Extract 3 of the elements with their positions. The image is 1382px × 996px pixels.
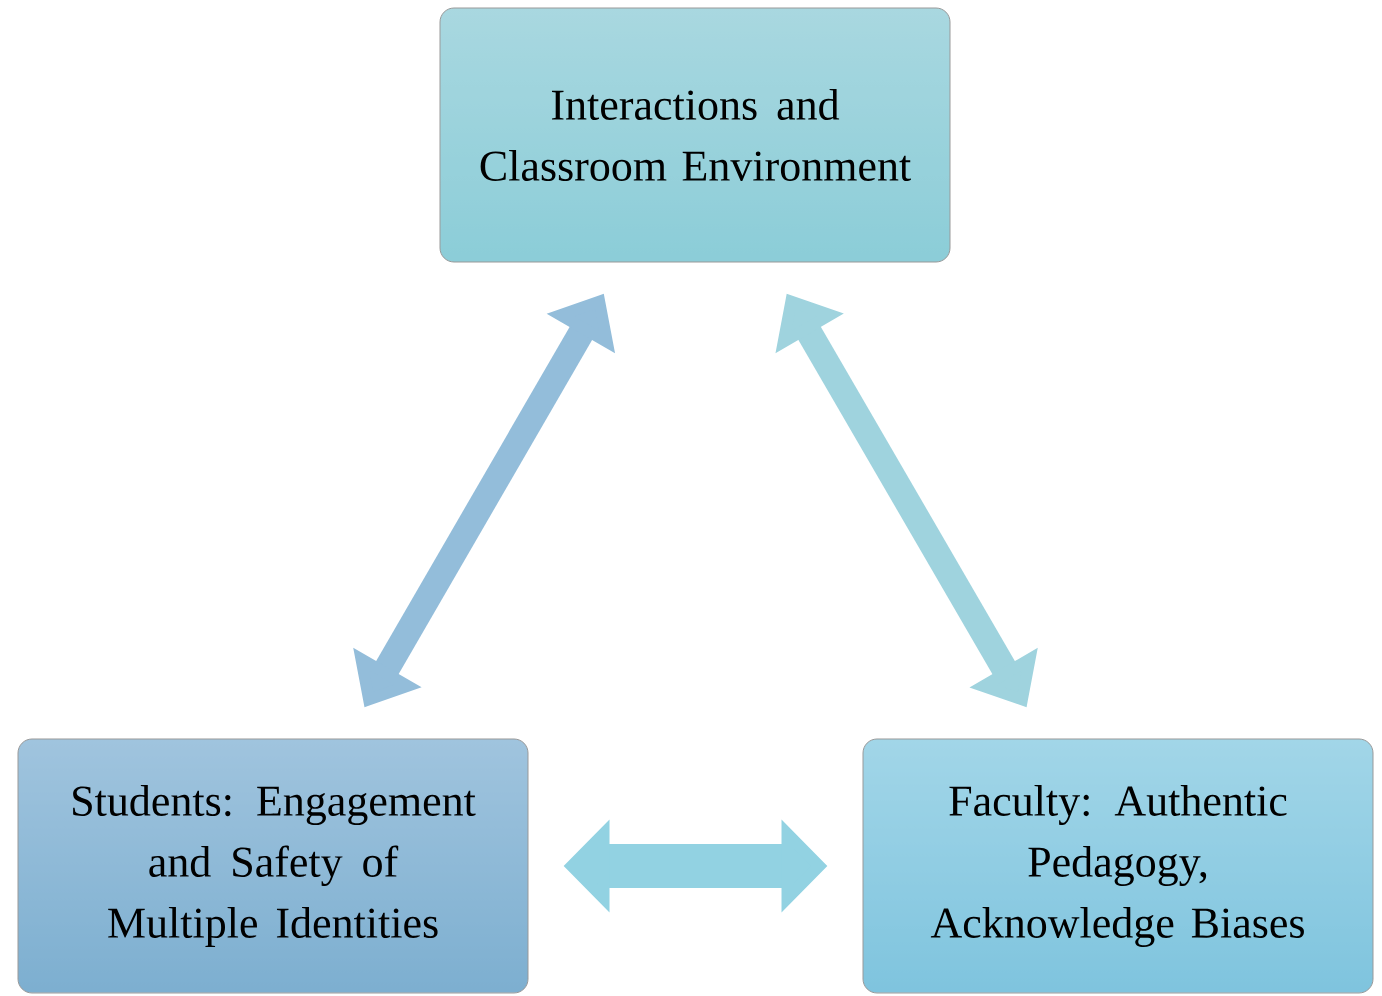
- process-box: Interactions and Classroom Environment: [439, 7, 951, 263]
- process-box: Faculty: Authentic Pedagogy, Acknowledge Biases: [862, 738, 1374, 994]
- process-box: Students: Engagement and Safety of Multiple Identities: [17, 738, 529, 994]
